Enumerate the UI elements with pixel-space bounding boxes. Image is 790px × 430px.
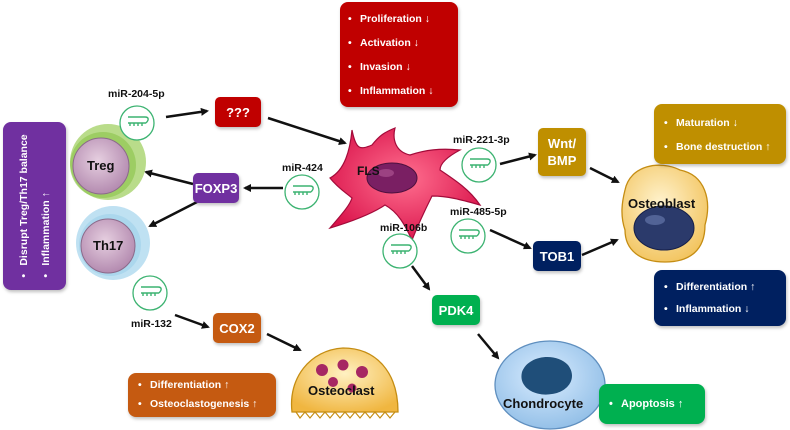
- wnt-bmp-box: Wnt/ BMP: [538, 128, 586, 176]
- arrow-tob1-to-osteoblast: [581, 238, 619, 257]
- osteoclast-cell: [290, 347, 399, 420]
- bmp-label: BMP: [547, 153, 577, 168]
- treg-th17-effect-item: Inflammation ↑: [35, 134, 57, 277]
- arrows: [144, 107, 620, 360]
- treg-label: Treg: [87, 158, 115, 173]
- mir-132-label: miR-132: [131, 318, 172, 330]
- arrow-cox2-to-osteoclast: [266, 332, 302, 352]
- unknown-target-box: ???: [215, 97, 261, 127]
- chondrocyte-label: Chondrocyte: [503, 396, 584, 411]
- mirna-circles: [119, 105, 497, 311]
- fls-effects-box: Proliferation ↓ Activation ↓ Invasion ↓ …: [340, 2, 458, 107]
- arrow-fls-to-wnt: [499, 152, 537, 166]
- arrow-mir106b-to-pdk4: [410, 265, 431, 291]
- osteoclast-effects-box: Differentiation ↑ Osteoclastogenesis ↑: [128, 373, 276, 417]
- mir-106b-label: miR-106b: [380, 222, 428, 234]
- fls-label: FLS: [357, 164, 380, 178]
- arrow-th17-to-cox2: [174, 313, 210, 329]
- mir-485-5p-label: miR-485-5p: [450, 206, 507, 218]
- fls-effect-item: Inflammation ↓: [348, 79, 452, 103]
- osteoblast-effects-top-box: Maturation ↓ Bone destruction ↑: [654, 104, 786, 164]
- fls-effect-item: Invasion ↓: [348, 55, 452, 79]
- th17-label: Th17: [93, 238, 124, 253]
- arrow-unknown-to-fls: [267, 116, 347, 145]
- osteoblast-effect-item: Maturation ↓: [664, 111, 778, 135]
- pdk4-box: PDK4: [432, 295, 480, 325]
- mir-424-label: miR-424: [282, 162, 323, 174]
- osteoblast-effect-item: Inflammation ↓: [664, 298, 778, 320]
- arrow-mir204-to-unknown: [165, 107, 209, 119]
- arrow-mir485-to-tob1: [489, 228, 532, 250]
- chondrocyte-cell: [494, 340, 606, 430]
- mirna-hairpin-icons: [128, 116, 491, 296]
- foxp3-box: FOXP3: [193, 173, 239, 203]
- cox2-box: COX2: [213, 313, 261, 343]
- mir-221-3p-label: miR-221-3p: [453, 134, 510, 146]
- osteoblast-label: Osteoblast: [628, 196, 696, 211]
- osteoblast-effects-bottom-box: Differentiation ↑ Inflammation ↓: [654, 270, 786, 326]
- arrow-pdk4-to-chondrocyte: [477, 333, 500, 360]
- osteoblast-effect-item: Bone destruction ↑: [664, 135, 778, 159]
- th17-cell: [76, 206, 150, 280]
- chondrocyte-effect-item: Apoptosis ↑: [609, 394, 683, 414]
- wnt-label: Wnt/: [547, 136, 577, 151]
- osteoblast-effect-item: Differentiation ↑: [664, 276, 778, 298]
- treg-cell: [70, 124, 146, 200]
- osteoblast-cell: [621, 164, 709, 263]
- osteoclast-label: Osteoclast: [308, 383, 375, 398]
- arrow-foxp3-to-th17: [148, 200, 198, 228]
- mir-204-5p-label: miR-204-5p: [108, 88, 165, 100]
- fls-effect-item: Proliferation ↓: [348, 7, 452, 31]
- osteoclast-effect-item: Differentiation ↑: [138, 376, 268, 395]
- arrow-wnt-to-osteoblast: [589, 166, 620, 184]
- treg-th17-effects-box: Disrupt Treg/Th17 balance Inflammation ↑: [3, 122, 66, 290]
- osteoclast-effect-item: Osteoclastogenesis ↑: [138, 395, 268, 414]
- fls-effect-item: Activation ↓: [348, 31, 452, 55]
- tob1-box: TOB1: [533, 241, 581, 271]
- arrow-foxp3-to-treg: [144, 169, 194, 186]
- chondrocyte-effects-box: Apoptosis ↑: [599, 384, 705, 424]
- fls-cell: [328, 127, 482, 242]
- treg-th17-effect-item: Disrupt Treg/Th17 balance: [13, 134, 35, 277]
